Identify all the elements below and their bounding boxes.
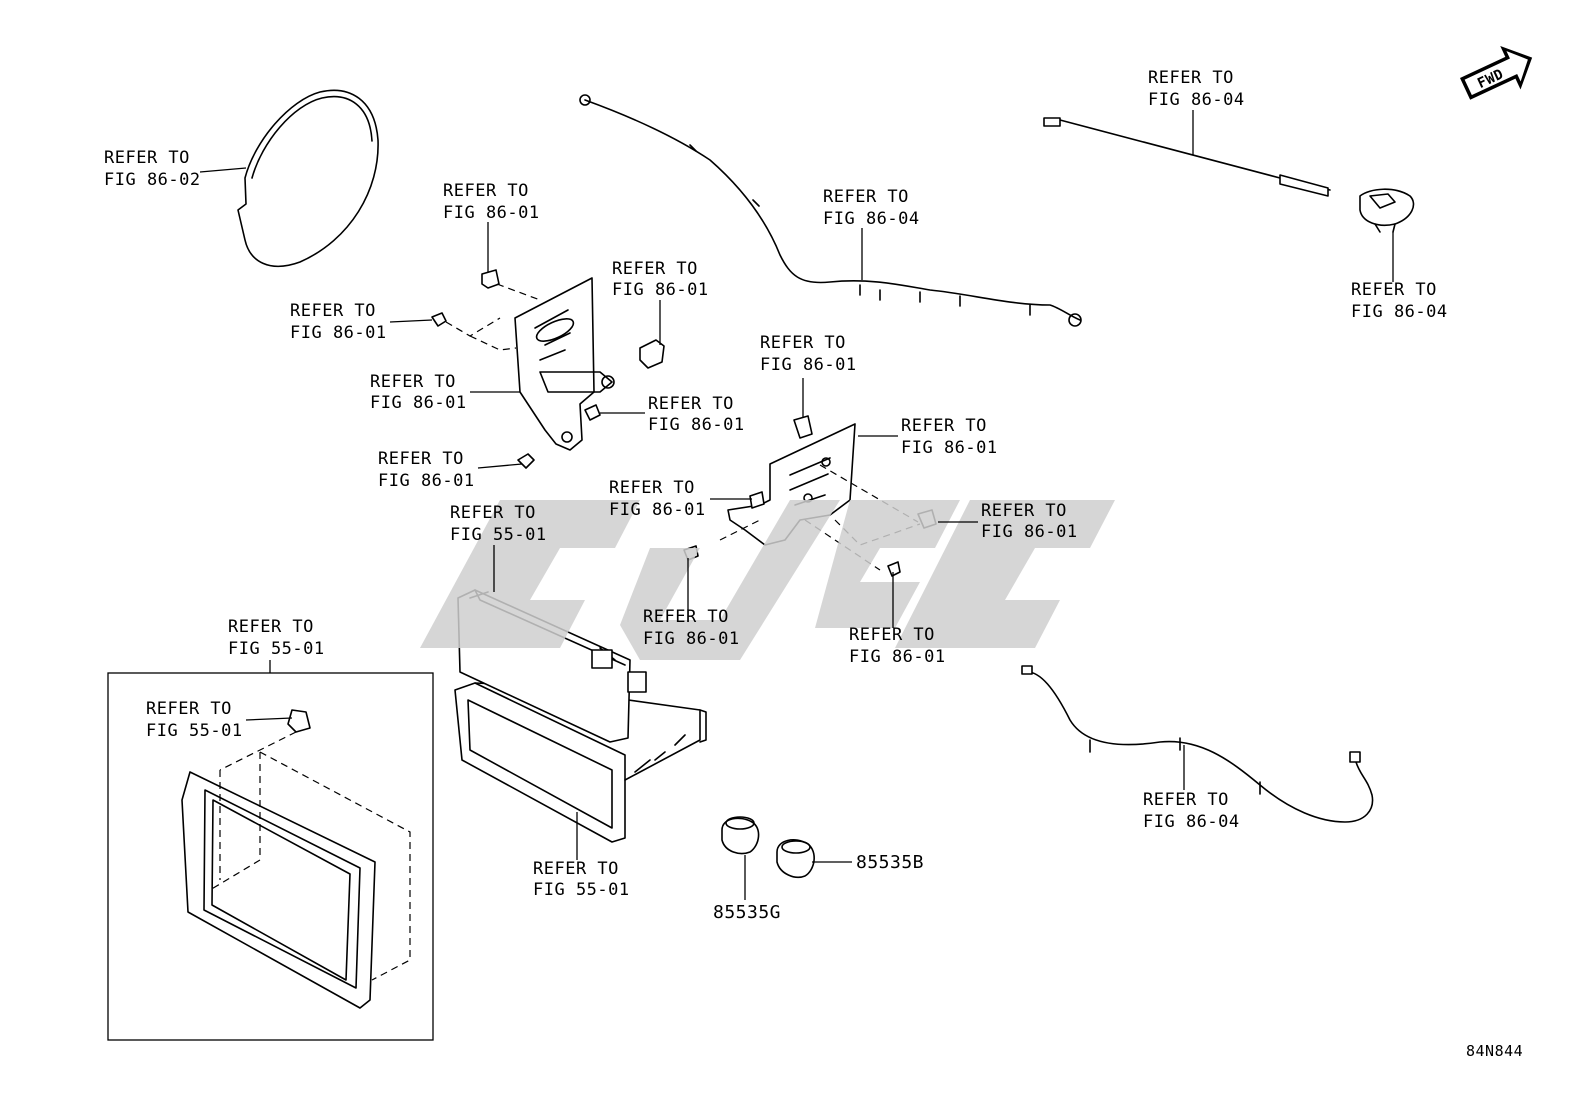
leader-lines bbox=[245, 110, 1394, 900]
label-q-line2: FIG 55-01 bbox=[228, 639, 325, 659]
label-f-line1: REFER TO bbox=[378, 449, 464, 469]
label-k-line2: FIG 86-01 bbox=[901, 438, 998, 458]
watermark bbox=[420, 500, 1115, 660]
label-l-line1: REFER TO bbox=[609, 478, 695, 498]
label-e-line1: REFER TO bbox=[648, 394, 734, 414]
clip-85535g bbox=[721, 816, 760, 855]
left-bracket-fasteners bbox=[431, 269, 665, 469]
label-m-line2: FIG 86-01 bbox=[981, 522, 1078, 542]
label-j-line2: FIG 86-01 bbox=[760, 355, 857, 375]
label-g-line2: FIG 86-04 bbox=[823, 209, 920, 229]
label-a-line1: REFER TO bbox=[443, 181, 529, 201]
label-f-line2: FIG 86-01 bbox=[378, 471, 475, 491]
label-fig-86-02-bottom: FIG 86-02 bbox=[104, 170, 201, 190]
label-b-line1: REFER TO bbox=[612, 259, 698, 279]
label-g-line1: REFER TO bbox=[823, 187, 909, 207]
label-fig-86-02-top: REFER TO bbox=[104, 148, 190, 168]
label-h-line1: REFER TO bbox=[1148, 68, 1234, 88]
label-i-line2: FIG 86-04 bbox=[1351, 302, 1448, 322]
label-t-line1: REFER TO bbox=[1143, 790, 1229, 810]
label-n-line1: REFER TO bbox=[450, 503, 536, 523]
label-l-line2: FIG 86-01 bbox=[609, 500, 706, 520]
part-number-85535b: 85535B bbox=[856, 852, 924, 873]
label-m-line1: REFER TO bbox=[981, 501, 1067, 521]
speaker-cover-part bbox=[237, 89, 379, 267]
harness-lower-part bbox=[1021, 665, 1374, 823]
label-q-line1: REFER TO bbox=[228, 617, 314, 637]
label-c-line1: REFER TO bbox=[290, 301, 376, 321]
label-r-line1: REFER TO bbox=[146, 699, 232, 719]
label-o-line2: FIG 86-01 bbox=[643, 629, 740, 649]
label-p-line1: REFER TO bbox=[849, 625, 935, 645]
label-s-line2: FIG 55-01 bbox=[533, 880, 630, 900]
harness-upper-part bbox=[579, 94, 1082, 327]
fwd-arrow-icon: FWD bbox=[1460, 45, 1533, 100]
diagram-code: 84N844 bbox=[1466, 1042, 1523, 1060]
label-i-line1: REFER TO bbox=[1351, 280, 1437, 300]
label-j-line1: REFER TO bbox=[760, 333, 846, 353]
label-s-line1: REFER TO bbox=[533, 859, 619, 879]
part-number-85535g: 85535G bbox=[713, 902, 781, 923]
label-d-line2: FIG 86-01 bbox=[370, 393, 467, 413]
label-k-line1: REFER TO bbox=[901, 416, 987, 436]
antenna-base-part bbox=[1359, 188, 1415, 233]
label-p-line2: FIG 86-01 bbox=[849, 647, 946, 667]
antenna-rod-part bbox=[1043, 117, 1331, 197]
display-bezel-part bbox=[181, 709, 376, 1009]
label-r-line2: FIG 55-01 bbox=[146, 721, 243, 741]
clip-85535b bbox=[776, 839, 815, 878]
label-d-line1: REFER TO bbox=[370, 372, 456, 392]
label-a-line2: FIG 86-01 bbox=[443, 203, 540, 223]
label-o-line1: REFER TO bbox=[643, 607, 729, 627]
label-h-line2: FIG 86-04 bbox=[1148, 90, 1245, 110]
label-t-line2: FIG 86-04 bbox=[1143, 812, 1240, 832]
label-c-line2: FIG 86-01 bbox=[290, 323, 387, 343]
label-e-line2: FIG 86-01 bbox=[648, 415, 745, 435]
label-n-line2: FIG 55-01 bbox=[450, 525, 547, 545]
label-b-line2: FIG 86-01 bbox=[612, 280, 709, 300]
left-bracket-part bbox=[514, 277, 615, 451]
